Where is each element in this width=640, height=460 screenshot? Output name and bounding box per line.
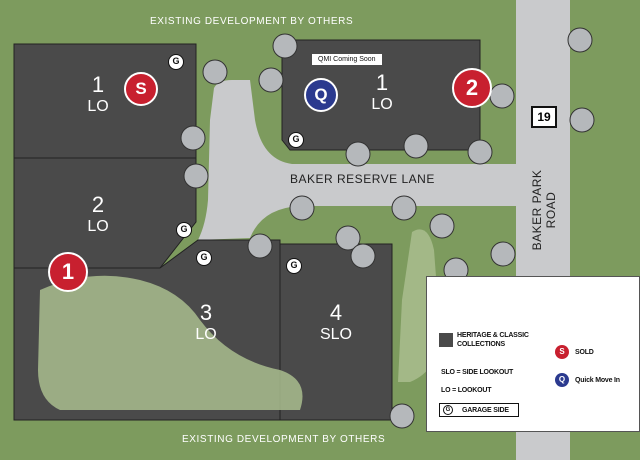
baker-reserve-lane-label: BAKER RESERVE LANE — [290, 172, 435, 186]
tree-icon — [567, 27, 593, 53]
route-19-marker: 19 — [531, 106, 557, 128]
tree-icon — [350, 243, 376, 269]
lot-1-west-label: 1 LO — [78, 74, 118, 115]
lot-number: 3 — [199, 300, 213, 325]
baker-park-road-label: BAKER PARK ROAD — [530, 169, 558, 251]
lot-number: 1 — [375, 70, 389, 95]
bottom-boundary-label: EXISTING DEVELOPMENT BY OTHERS — [182, 434, 386, 445]
legend-qmi-label: Quick Move In — [575, 377, 620, 384]
lot-type: SLO — [319, 326, 352, 343]
legend-slo-label: SLO = SIDE LOOKOUT — [441, 369, 514, 376]
legend-garage-side-label: GARAGE SIDE — [462, 407, 509, 414]
tree-icon — [180, 125, 206, 151]
tree-icon — [183, 163, 209, 189]
tree-icon — [335, 225, 361, 251]
lot-1-north-label: 1 LO — [362, 72, 402, 113]
legend-qmi-badge: Q — [555, 373, 569, 387]
lot-2-west-label: 2 LO — [78, 194, 118, 235]
garage-side-icon: G — [288, 132, 304, 148]
garage-side-icon: G — [443, 405, 453, 415]
lot-number: 2 — [91, 192, 105, 217]
tree-icon — [569, 107, 595, 133]
phase-2-marker[interactable]: 2 — [452, 68, 492, 108]
tree-icon — [429, 213, 455, 239]
lot-type: LO — [87, 218, 109, 235]
garage-side-icon: G — [168, 54, 184, 70]
tree-icon — [403, 133, 429, 159]
tree-icon — [345, 141, 371, 167]
phase-1-marker[interactable]: 1 — [48, 252, 88, 292]
trees — [180, 27, 595, 429]
top-boundary-label: EXISTING DEVELOPMENT BY OTHERS — [150, 16, 354, 27]
tree-icon — [490, 241, 516, 267]
lot-1-north[interactable] — [281, 39, 481, 151]
lot-2-west[interactable] — [13, 157, 197, 269]
lot-type: LO — [371, 96, 393, 113]
garage-side-key: G GARAGE SIDE — [439, 403, 519, 417]
legend-sold-badge: S — [555, 345, 569, 359]
legend-lo-label: LO = LOOKOUT — [441, 387, 492, 394]
garage-side-icon: G — [176, 222, 192, 238]
tree-icon — [202, 59, 228, 85]
collections-swatch — [439, 333, 453, 347]
tree-icon — [467, 139, 493, 165]
garage-side-icon: G — [286, 258, 302, 274]
legend-collections-label: HERITAGE & CLASSIC COLLECTIONS — [457, 332, 529, 348]
map-legend: HERITAGE & CLASSIC COLLECTIONS SLO = SID… — [426, 276, 640, 432]
lot-type: LO — [195, 326, 217, 343]
tree-icon — [391, 195, 417, 221]
tree-icon — [272, 33, 298, 59]
tree-icon — [489, 83, 515, 109]
lot-number: 4 — [329, 300, 343, 325]
lot-3-label: 3 LO — [186, 302, 226, 343]
tree-icon — [258, 67, 284, 93]
legend-sold-label: SOLD — [575, 349, 594, 356]
tree-icon — [289, 195, 315, 221]
open-space-west — [38, 275, 303, 410]
sold-badge[interactable]: S — [124, 72, 158, 106]
lot-number: 1 — [91, 72, 105, 97]
qmi-coming-soon-chip: QMI Coming Soon — [312, 54, 382, 65]
tree-icon — [247, 233, 273, 259]
tree-icon — [389, 403, 415, 429]
quick-move-in-badge[interactable]: Q — [304, 78, 338, 112]
garage-side-icon: G — [196, 250, 212, 266]
baker-reserve-lane — [198, 80, 516, 240]
lot-type: LO — [87, 98, 109, 115]
lot-4-label: 4 SLO — [316, 302, 356, 343]
